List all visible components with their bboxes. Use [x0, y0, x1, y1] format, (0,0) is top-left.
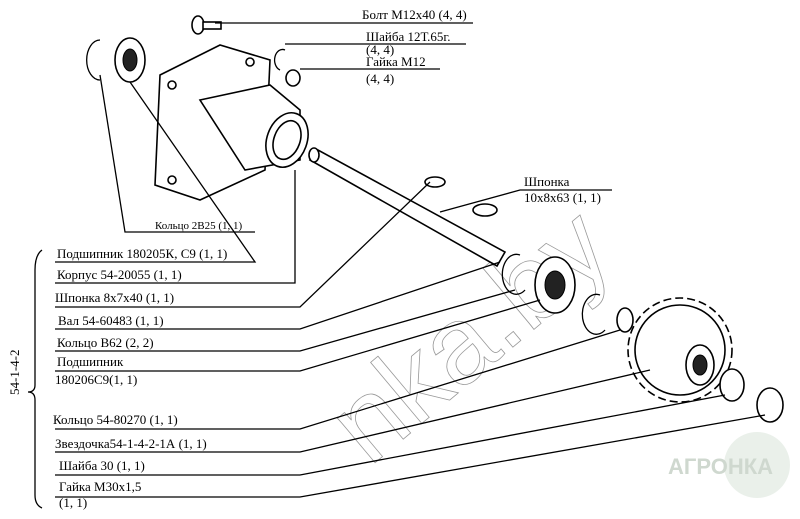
label-nut-m30-qty: (1, 1) [59, 495, 87, 510]
ring-b62-second-part [581, 293, 606, 335]
agronka-logo: АГРОНКА [668, 432, 790, 498]
label-ring-b62: Кольцо В62 (2, 2) [57, 335, 154, 350]
label-ring-2v25: Кольцо 2В25 (1, 1) [155, 220, 243, 232]
label-key-10: Шпонка [524, 174, 570, 189]
ring-80270-part [616, 307, 634, 333]
logo-text: АГРОНКА [668, 454, 773, 479]
label-nut-m12-qty: (4, 4) [366, 71, 394, 86]
label-ring-80270: Кольцо 54-80270 (1, 1) [53, 412, 178, 427]
bolt-part [191, 15, 222, 35]
housing-part [154, 44, 309, 201]
nut-m12-part [285, 69, 301, 87]
bearing-180205-part [86, 37, 146, 83]
label-key-10-qty: 10х8х63 (1, 1) [524, 190, 601, 205]
shaft-part [308, 147, 507, 268]
label-shaft: Вал 54-60483 (1, 1) [58, 313, 164, 328]
label-bolt: Болт М12х40 (4, 4) [362, 7, 467, 22]
label-nut-m12: Гайка М12 [366, 54, 426, 69]
watermark: nka.by [306, 183, 633, 486]
label-sprocket: Звездочка54-1-4-2-1А (1, 1) [55, 436, 207, 451]
washer-12-part [273, 48, 286, 71]
washer-30-part [719, 368, 745, 402]
label-washer-30: Шайба 30 (1, 1) [59, 458, 145, 473]
bearing-180206-part [534, 256, 576, 314]
label-washer-12-qty: (4, 4) [366, 42, 394, 57]
label-bearing-180205: Подшипник 180205К, С9 (1, 1) [57, 246, 227, 261]
label-housing: Корпус 54-20055 (1, 1) [57, 267, 182, 282]
label-bearing-180206-qty: 180206С9(1, 1) [55, 372, 137, 387]
label-washer-12: Шайба 12Т.65г. [366, 29, 450, 44]
leader-lines [27, 22, 766, 509]
sprocket-part [627, 297, 733, 403]
assembly-code: 54-1-4-2 [7, 350, 22, 396]
ring-b62-part [501, 253, 526, 295]
label-bearing-180206: Подшипник [57, 354, 124, 369]
label-key-8: Шпонка 8х7х40 (1, 1) [55, 290, 174, 305]
label-nut-m30: Гайка М30х1,5 [59, 479, 141, 494]
nut-m30-part [756, 387, 784, 423]
